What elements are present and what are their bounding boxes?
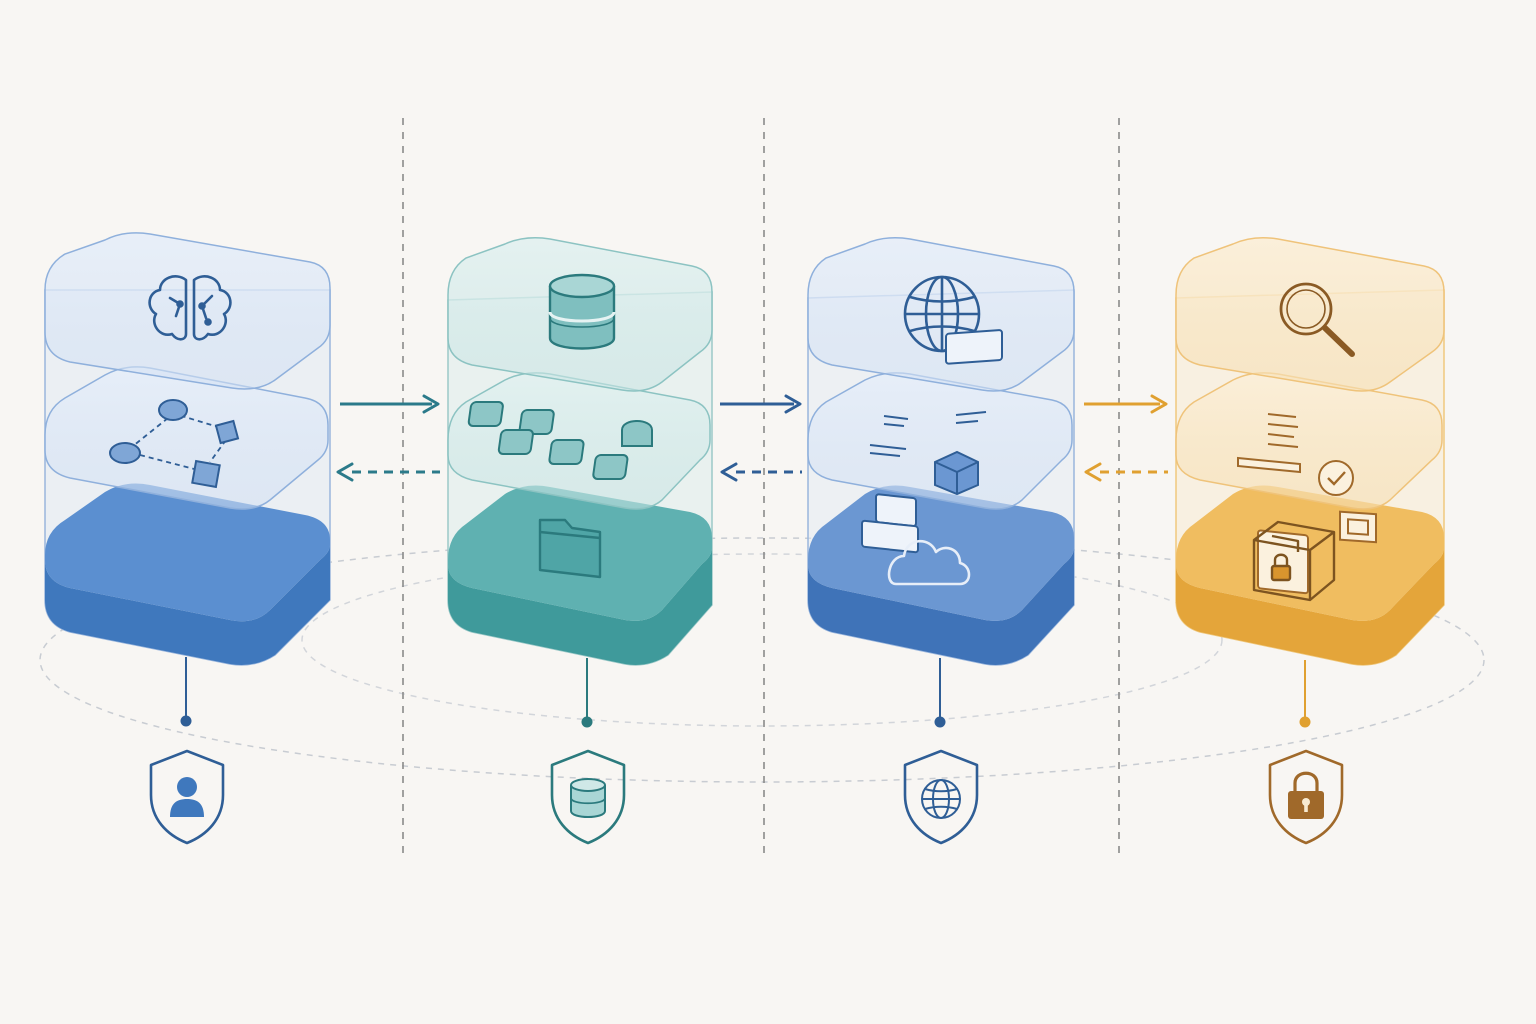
arrow-forward-head [784, 394, 802, 414]
workflow-graph-icon [109, 399, 240, 489]
tiles-grid-icon [467, 401, 653, 480]
stack-2-node-dot [581, 716, 593, 728]
stack-1-base-top [45, 483, 330, 622]
stack-1 [44, 232, 331, 845]
brain-icon [148, 275, 232, 341]
stack-4-base-side [1176, 548, 1444, 665]
stack-3-node-dot [934, 716, 946, 728]
cloud-icon [887, 539, 971, 586]
connector-arrows [336, 394, 1168, 482]
arrow-return-head [720, 462, 738, 482]
stack-1-node-dot [180, 715, 192, 727]
database-icon [548, 273, 616, 350]
stack-4 [1175, 237, 1445, 845]
orbit-rings [39, 537, 1485, 783]
folder-icon [538, 518, 602, 579]
shield-globe-icon [903, 749, 979, 845]
shield-user-icon [149, 749, 225, 845]
stack-3 [807, 237, 1075, 845]
connector-1-2 [336, 394, 440, 482]
stack-4-node-dot [1299, 716, 1311, 728]
section-dividers [402, 118, 1120, 860]
shield-database-icon [550, 749, 626, 845]
stack-3-base-top [808, 485, 1074, 621]
documents-cube-icon [861, 329, 1003, 554]
connector-3-4 [1084, 394, 1168, 482]
locked-box-icon [1252, 520, 1336, 602]
document-check-icon [1237, 413, 1377, 595]
connector-2-3 [720, 394, 802, 482]
magnifier-icon [1279, 282, 1355, 357]
stack-4-top-layer [1175, 237, 1445, 392]
orbit-ring-inner [301, 553, 1223, 727]
arrow-forward-head [422, 394, 440, 414]
stack-1-base-side [45, 545, 330, 665]
stack-4-mid-layer [1175, 372, 1443, 510]
shield-lock-icon [1268, 749, 1344, 845]
stack-3-mid-layer [807, 372, 1073, 510]
orbit-ring-outer [39, 537, 1485, 783]
arrow-forward-head [1150, 394, 1168, 414]
arrow-return-head [336, 462, 354, 482]
stack-1-mid-layer [44, 366, 329, 510]
globe-icon [903, 275, 981, 353]
stack-3-base-side [808, 548, 1074, 665]
stack-2 [447, 237, 713, 845]
arrow-return-head [1084, 462, 1102, 482]
stack-2-base-side [448, 548, 712, 665]
stack-1-top-layer [44, 232, 331, 390]
